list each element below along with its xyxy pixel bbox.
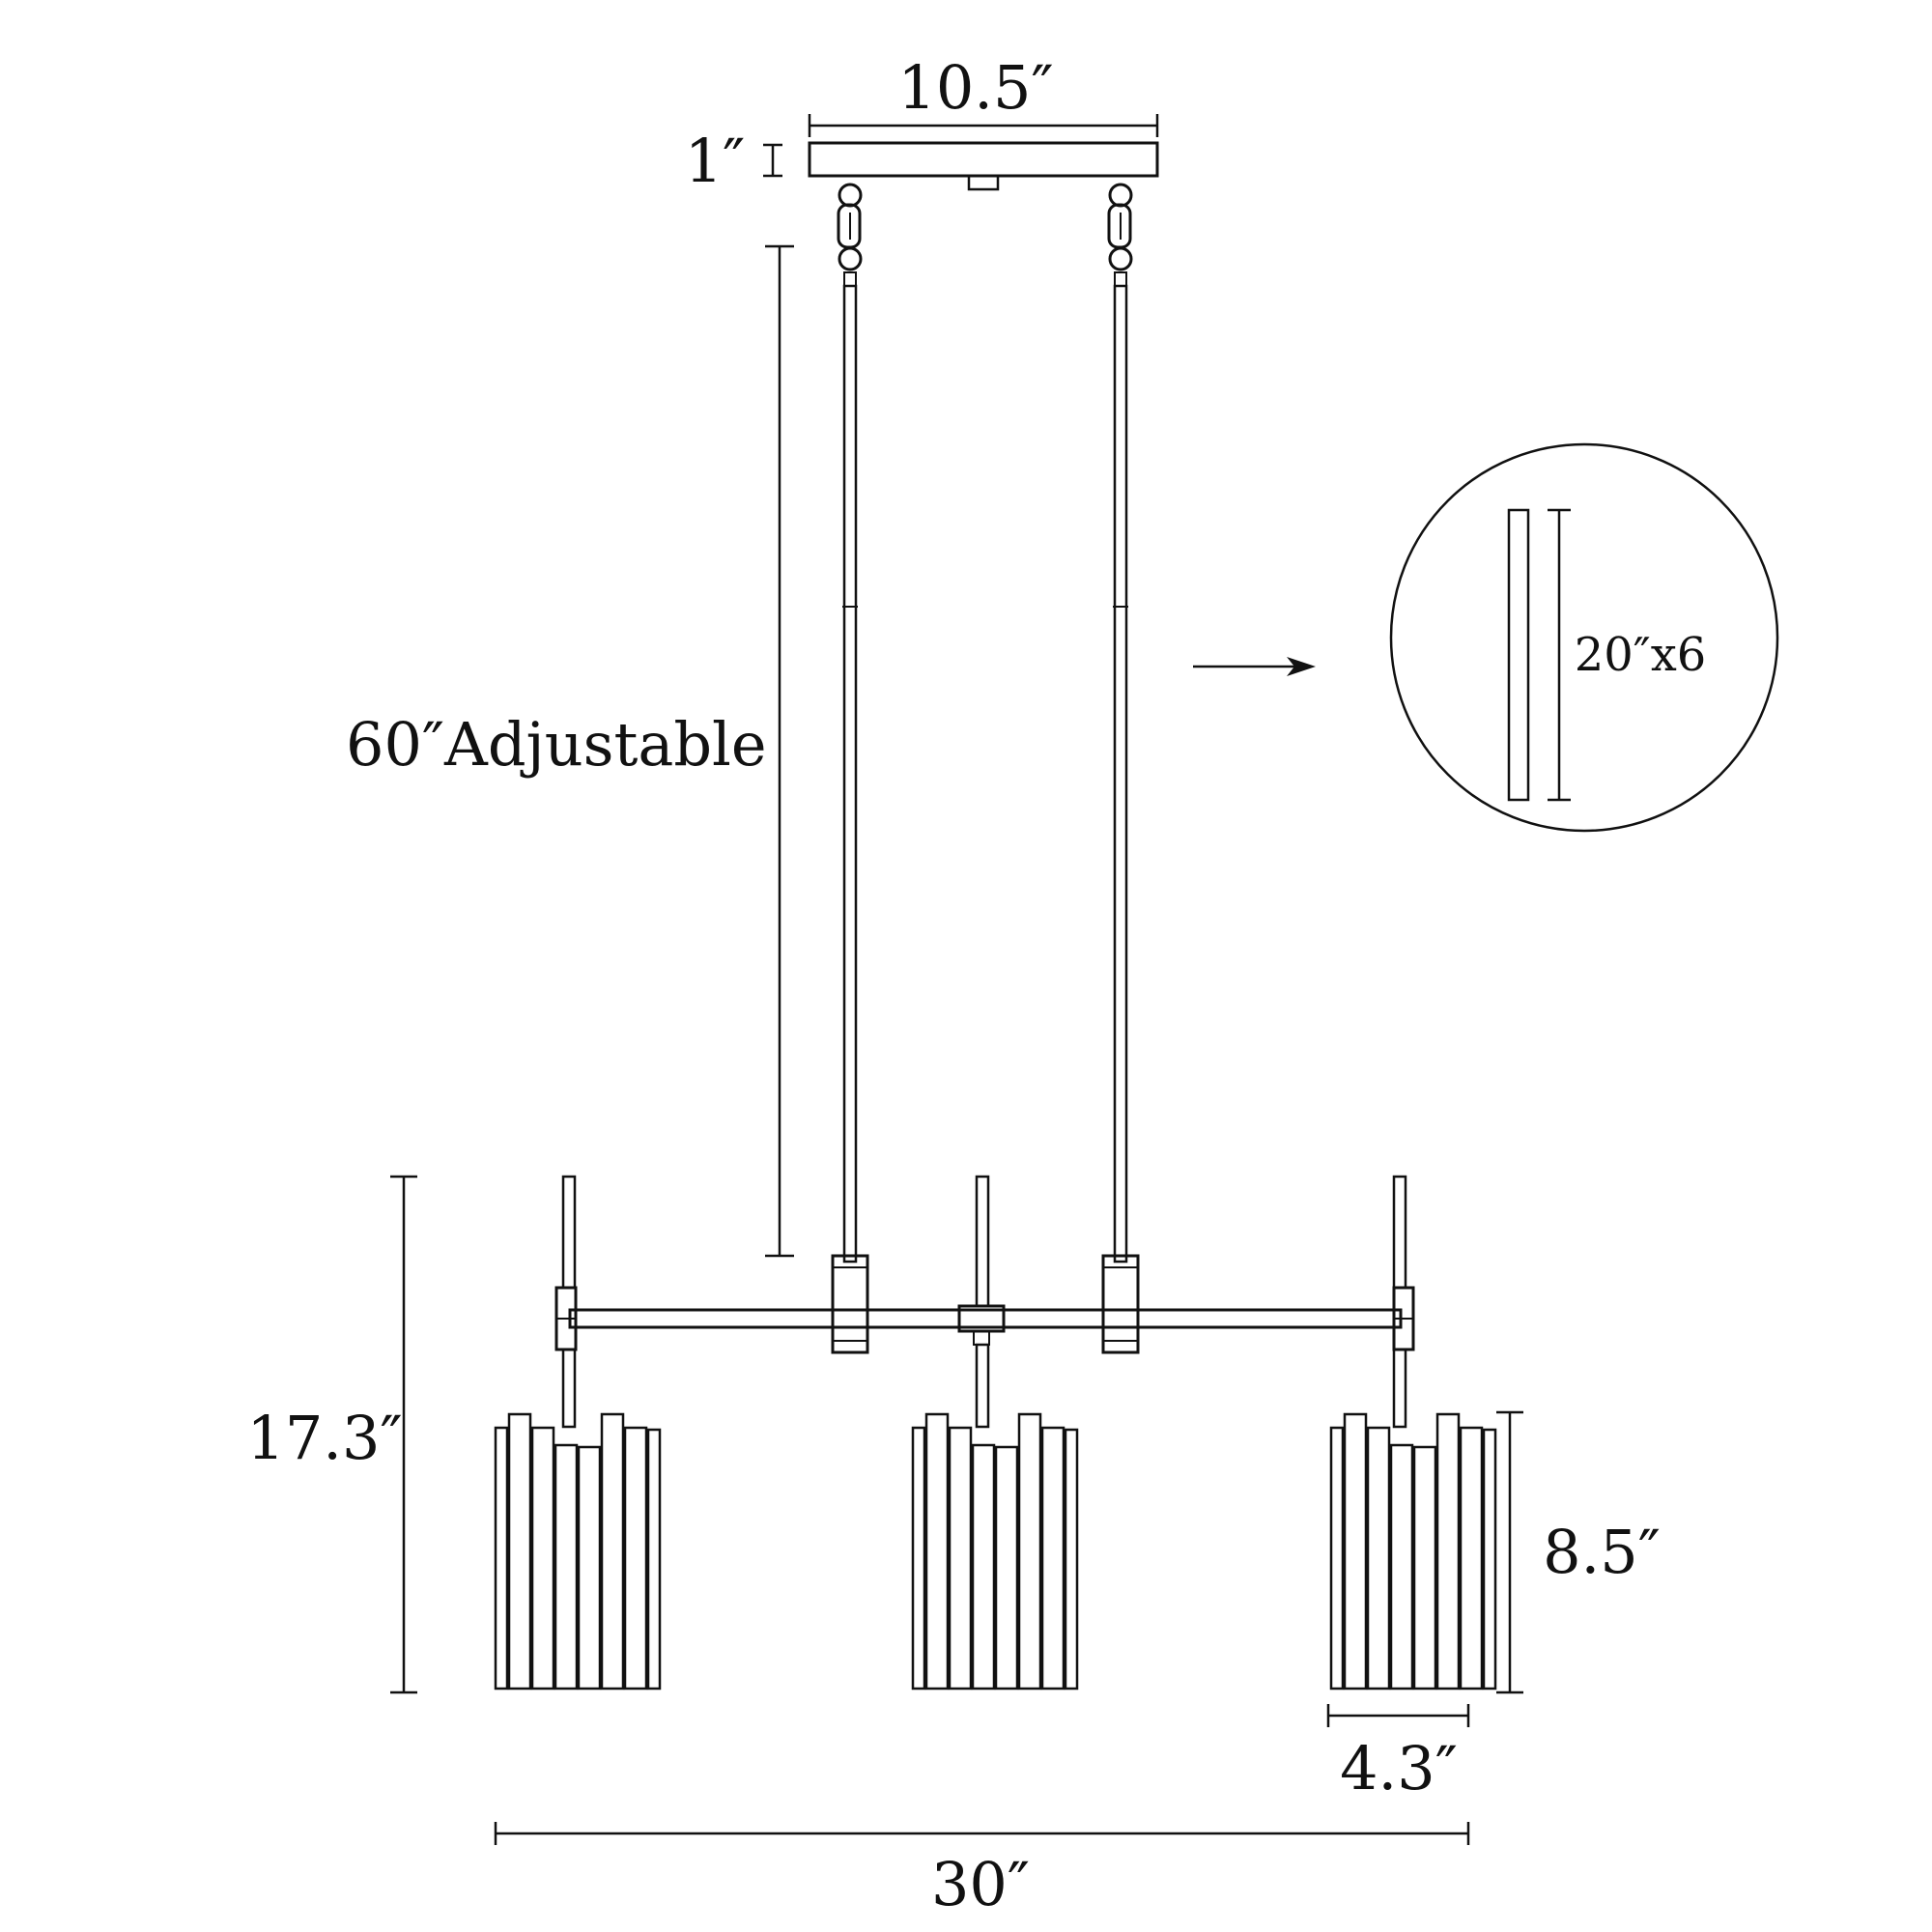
canopy-height-label: 1″: [685, 126, 746, 196]
rod-length-dimension: 60″Adjustable: [346, 244, 794, 1258]
chandelier-arm: [568, 1254, 1403, 1354]
chain-link-right: [1107, 183, 1133, 271]
total-height-dimension: 17.3″: [246, 1175, 417, 1694]
suspension-rod-right: [1113, 271, 1128, 1264]
shade-height-dimension: 8.5″: [1496, 1410, 1661, 1694]
total-width-label: 30″: [931, 1849, 1030, 1919]
chain-link-left: [837, 183, 863, 271]
shade-center: [911, 1412, 1079, 1690]
canopy: [808, 141, 1159, 191]
detail-callout: 20″x6: [1193, 442, 1779, 833]
shade-width-dimension: 4.3″: [1326, 1704, 1470, 1804]
candle-posts: [554, 1175, 1415, 1429]
total-height-label: 17.3″: [246, 1403, 402, 1473]
shade-left: [494, 1412, 662, 1690]
total-width-dimension: 30″: [494, 1822, 1470, 1919]
rod-length-label: 60″Adjustable: [346, 709, 767, 780]
crystal-rod-label: 20″x6: [1575, 628, 1707, 682]
canopy-width-label: 10.5″: [897, 52, 1053, 123]
canopy-height-dimension: 1″: [685, 126, 782, 196]
shade-height-label: 8.5″: [1543, 1517, 1661, 1587]
shade-width-label: 4.3″: [1340, 1733, 1458, 1804]
arrow-right-icon: [1287, 657, 1316, 676]
suspension-rod-left: [842, 271, 858, 1264]
canopy-width-dimension: 10.5″: [808, 52, 1159, 137]
shade-right: [1329, 1412, 1497, 1690]
